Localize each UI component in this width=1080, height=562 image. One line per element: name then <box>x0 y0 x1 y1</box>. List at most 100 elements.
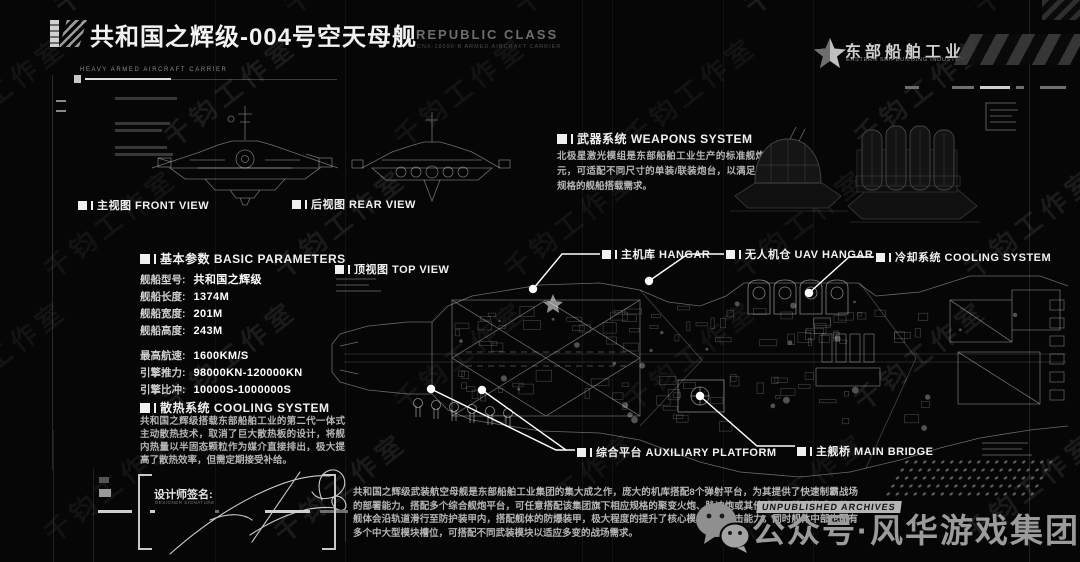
micro-text-line <box>982 448 1022 450</box>
callout-square <box>577 447 586 457</box>
heading-bar <box>154 253 156 264</box>
rule-marker <box>74 75 81 83</box>
tick <box>1016 86 1024 89</box>
callout-square <box>602 249 611 259</box>
cooling-body: 共和国之辉级搭载东部船舶工业的第二代一体式主动散热技术，取消了巨大散热板的设计，… <box>140 416 345 466</box>
grid-line <box>345 0 346 562</box>
wechat-icon <box>696 503 751 553</box>
grid-line <box>723 0 724 562</box>
callout-bar <box>739 249 741 259</box>
paragraph-rule <box>345 484 346 542</box>
heading-square <box>140 402 150 413</box>
leader-lines <box>426 253 874 451</box>
param-row: 引擎比冲:10000S-1000000S <box>140 384 292 396</box>
dot-pattern <box>881 458 1055 498</box>
rule <box>85 79 337 80</box>
param-row: 引擎推力:98000KN-120000KN <box>140 367 303 379</box>
front-view-drawing <box>151 106 339 206</box>
param-row: 舰船长度:1374M <box>140 291 230 303</box>
cooling-heading: 散热系统 COOLING SYSTEM <box>140 399 330 416</box>
basic-parameters-heading: 基本参数 BASIC PARAMETERS <box>140 250 346 267</box>
heading-square <box>140 253 150 264</box>
grid-line <box>612 0 613 562</box>
callout-bar <box>889 252 891 262</box>
param-row: 舰船宽度:201M <box>140 308 223 320</box>
signature-sublabel: DESIGNER SIGNATURE <box>155 500 215 505</box>
top-view-label: 顶视图 TOP VIEW <box>335 261 449 277</box>
callout-square <box>876 252 885 262</box>
label-square <box>292 199 301 209</box>
callout-hangar: 主机库 HANGAR <box>602 246 710 262</box>
series-subtitle: CNX-18090-B ARMED AIRCRAFT CARRIER <box>417 44 562 50</box>
dash-segment <box>150 510 155 513</box>
tick <box>952 86 974 89</box>
heading-square <box>557 133 567 144</box>
callout-square <box>726 249 735 259</box>
signature-label: 设计师签名: <box>154 489 213 501</box>
glyph-block <box>99 489 111 497</box>
weapons-body: 北极星激光模组是东部船舶工业生产的标准舰炮单元，可适配不同尺寸的单装/联装炮台，… <box>557 151 775 192</box>
turret-module-a <box>730 126 848 212</box>
dash-segment <box>215 510 219 513</box>
margin-bracket <box>985 102 1016 131</box>
official-account-banner: 公众号·风华游戏集团 <box>752 512 1080 549</box>
micro-text-line <box>115 146 167 149</box>
rule-bright <box>85 78 171 80</box>
label-bar <box>91 200 93 210</box>
rule-line <box>93 468 94 562</box>
unpublished-badge: UNPUBLISHED ARCHIVES <box>756 501 902 513</box>
series-name: REPUBLIC CLASS <box>416 27 559 42</box>
signature-bracket-left <box>138 474 152 550</box>
signature-bracket-right <box>322 474 336 550</box>
micro-text-line <box>336 284 369 286</box>
weapons-heading: 武器系统 WEAPONS SYSTEM <box>557 130 753 147</box>
glyph-block <box>99 477 109 483</box>
label-bar <box>305 199 307 209</box>
rule-line <box>53 430 54 562</box>
callout-uav-hangar: 无人机仓 UAV HANGAR <box>726 246 873 262</box>
micro-text-line <box>990 109 1018 111</box>
grid-line <box>582 0 583 562</box>
label-bar <box>348 264 350 274</box>
heading-bar <box>571 133 573 144</box>
micro-text-line <box>115 129 162 132</box>
param-row: 舰船高度:243M <box>140 325 223 337</box>
company-name: 东部船舶工业 <box>845 44 966 61</box>
top-view-ship-drawing <box>331 275 1069 478</box>
front-view-label: 主视图 FRONT VIEW <box>78 197 209 213</box>
micro-text-line <box>336 290 381 292</box>
description-paragraph: 共和国之辉级武装航空母舰是东部船舶工业集团的集大成之作，庞大的机库搭配8个弹射平… <box>353 487 858 539</box>
callout-auxiliary-platform: 综合平台 AUXILIARY PLATFORM <box>577 444 777 460</box>
micro-text-line <box>115 153 173 156</box>
grid-line <box>813 0 814 562</box>
rear-view-drawing <box>351 112 511 203</box>
tick <box>1040 86 1066 89</box>
tick <box>980 86 1010 89</box>
callout-bar <box>590 447 592 457</box>
tick <box>905 86 919 89</box>
tick <box>56 100 66 102</box>
heading-bar <box>154 402 156 413</box>
micro-text-line <box>990 121 1016 123</box>
micro-text-line <box>115 122 170 125</box>
callout-main-bridge: 主舰桥 MAIN BRIDGE <box>797 443 934 459</box>
corner-stripes <box>1042 0 1080 20</box>
star-logo-icon <box>814 38 846 68</box>
company-subtitle: EASTERN SHIPBUILDING INDUSTRY <box>846 57 965 63</box>
turret-module-b <box>847 125 980 223</box>
param-row: 最高航速:1600KM/S <box>140 350 249 362</box>
grid-line <box>215 0 216 562</box>
rear-view-label: 后视图 REAR VIEW <box>292 196 416 212</box>
label-square <box>335 264 344 274</box>
callout-bar <box>810 446 812 456</box>
callout-square <box>797 446 806 456</box>
callout-bar <box>615 249 617 259</box>
tick <box>56 110 66 112</box>
micro-text-line <box>990 115 1012 117</box>
dash-segment <box>265 510 310 513</box>
param-row: 舰船型号:共和国之辉级 <box>140 274 262 286</box>
micro-text-line <box>115 97 177 100</box>
page-title: 共和国之辉级-004号空天母舰 <box>90 24 418 51</box>
dash-segment <box>98 510 132 513</box>
